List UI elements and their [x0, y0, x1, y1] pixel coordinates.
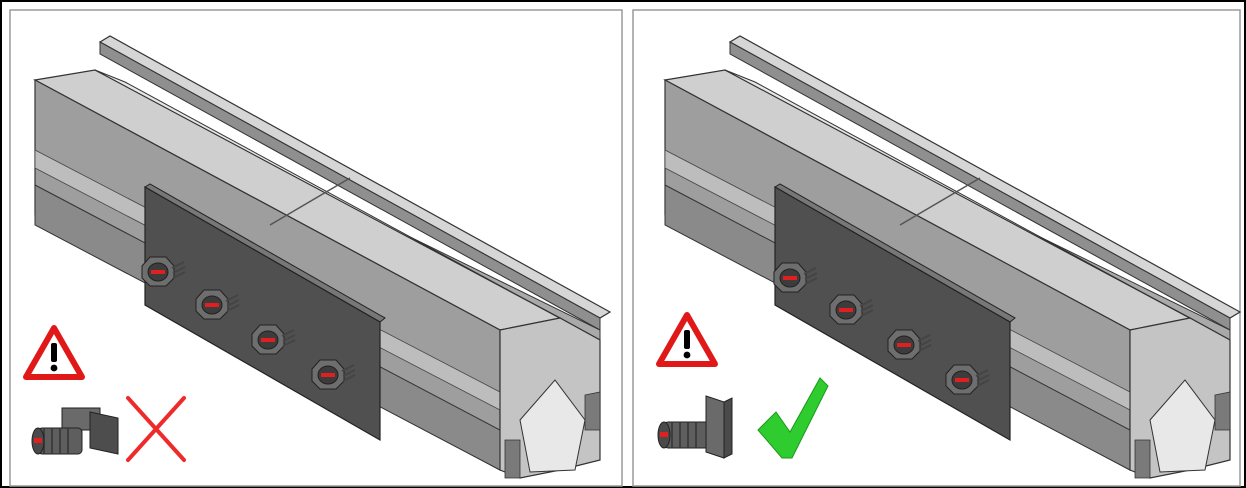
warning-triangle-icon: [26, 328, 82, 377]
green-check-icon: [757, 377, 829, 459]
red-cross-icon: [126, 396, 186, 462]
rail-splice-illustration: [34, 35, 611, 479]
panel-incorrect: [26, 35, 611, 479]
panel-right-border: [632, 9, 1241, 487]
panel-correct: [657, 35, 1241, 479]
rail-splice-illustration: [664, 35, 1241, 479]
t-bolt-icon: [657, 395, 733, 459]
panel-left-border: [9, 9, 623, 487]
t-bolt-icon: [31, 407, 119, 455]
warning-triangle-icon: [659, 315, 715, 364]
